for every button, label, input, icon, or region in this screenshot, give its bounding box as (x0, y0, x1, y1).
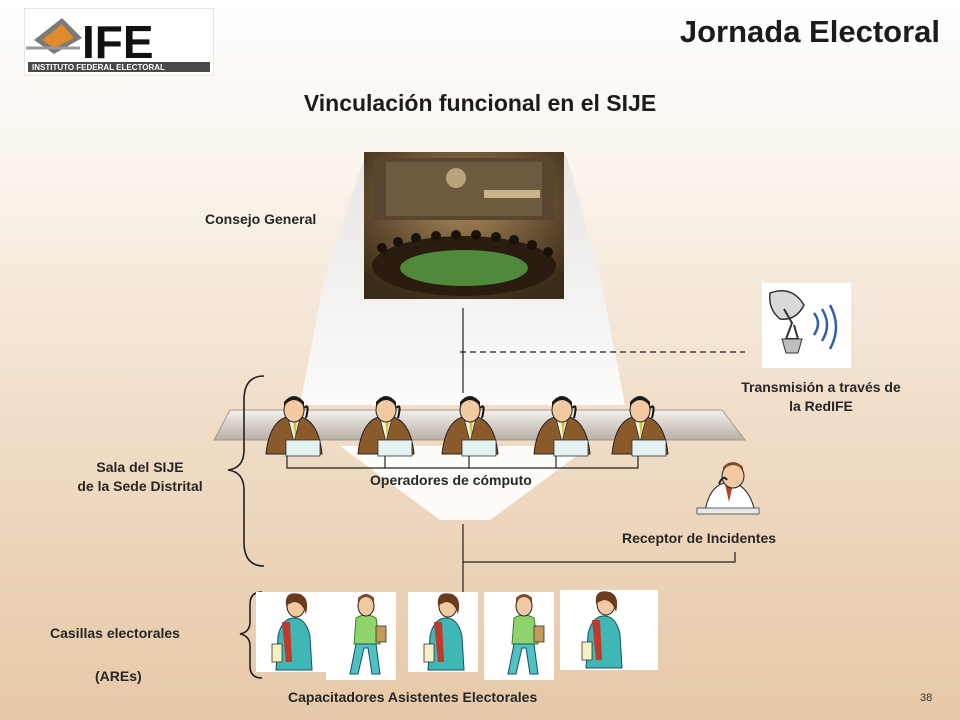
consejo-general-label: Consejo General (205, 211, 317, 227)
operator-figure (265, 396, 323, 457)
incident-receiver-figure (696, 462, 760, 515)
operator-figure (533, 396, 591, 457)
slide-subtitle: Vinculación funcional en el SIJE (303, 90, 657, 116)
sala-label-line2: de la Sede Distrital (77, 478, 203, 494)
receptor-label: Receptor de Incidentes (622, 530, 777, 546)
operator-figure (441, 396, 499, 457)
satellite-dish-icon (762, 283, 851, 368)
transmision-label: Transmisión a través de la RedIFE (716, 378, 926, 416)
operator-figure (357, 396, 415, 457)
transmision-label-line2: la RedIFE (789, 398, 853, 414)
lower-funnel (340, 446, 590, 520)
trainer-figure-woman (256, 592, 326, 672)
casillas-label: Casillas electorales (50, 625, 180, 641)
logo-word: IFE (82, 16, 154, 68)
capacitadores-label: Capacitadores Asistentes Electorales (288, 689, 538, 705)
trainer-figure-man (326, 592, 396, 680)
sala-sije-label: Sala del SIJE de la Sede Distrital (40, 458, 240, 496)
sala-label-line1: Sala del SIJE (96, 459, 184, 475)
page-title: Jornada Electoral (679, 14, 940, 49)
operators-bracket (286, 456, 639, 469)
trainer-figure-woman (408, 592, 478, 672)
transmision-label-line1: Transmisión a través de (741, 379, 901, 395)
slide-number: 38 (920, 692, 933, 704)
logo-subtext: INSTITUTO FEDERAL ELECTORAL (32, 63, 165, 72)
receiver-line (463, 552, 736, 563)
trainer-figure-man (484, 592, 554, 680)
consejo-general-photo (364, 152, 564, 299)
casillas-brace (239, 591, 263, 679)
ares-label: (AREs) (95, 668, 142, 684)
sala-brace (227, 375, 265, 567)
operadores-label: Operadores de cómputo (370, 472, 532, 488)
ife-logo: IFE INSTITUTO FEDERAL ELECTORAL (24, 8, 214, 76)
operator-figure (611, 396, 669, 457)
trainer-figure-woman (560, 590, 658, 670)
